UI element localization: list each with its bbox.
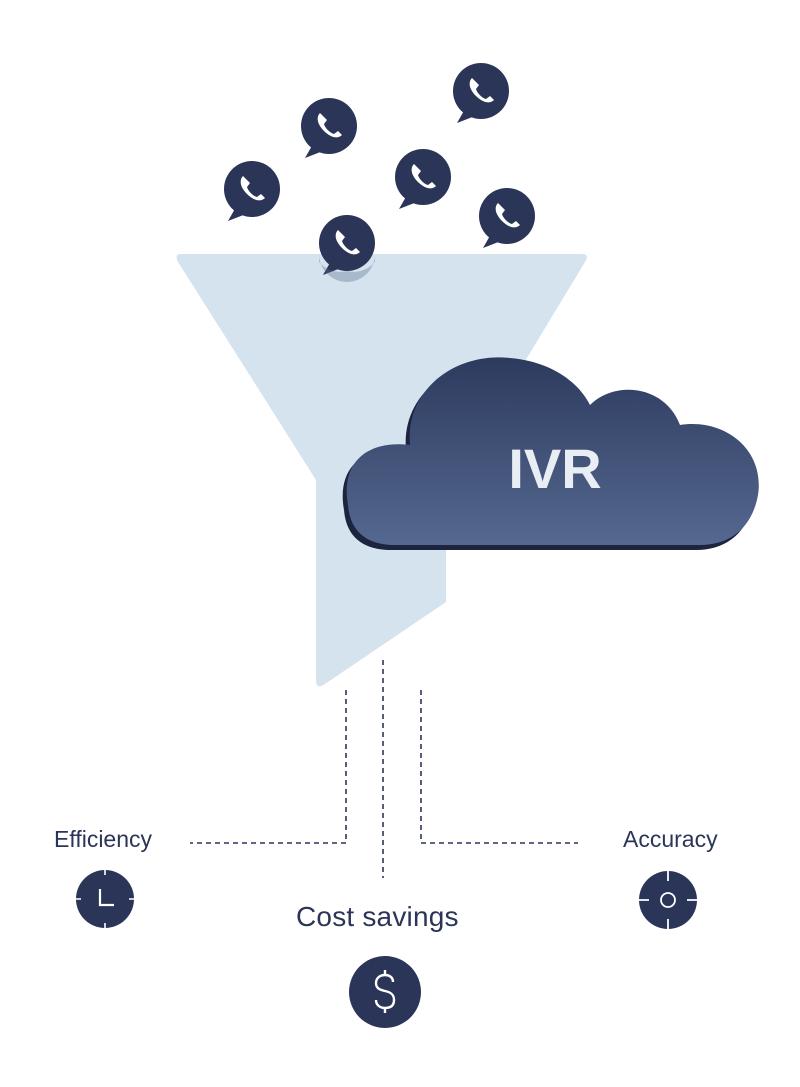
target-icon: [639, 871, 697, 929]
efficiency-label: Efficiency: [54, 826, 153, 852]
accuracy-label: Accuracy: [623, 826, 718, 852]
connector-accuracy: [420, 690, 578, 844]
phone-bubble-icon: [453, 63, 509, 123]
dollar-icon: [349, 956, 421, 1028]
phone-bubble-icon: [479, 188, 535, 248]
phone-bubble-icon: [395, 149, 451, 209]
connector-lines: [190, 660, 578, 878]
ivr-cloud: IVR: [342, 357, 759, 550]
ivr-label: IVR: [508, 437, 601, 500]
phone-bubble-icon: [224, 161, 280, 221]
phone-bubble-icon: [301, 98, 357, 158]
connector-efficiency: [190, 690, 347, 844]
cost-savings-label: Cost savings: [296, 901, 459, 932]
clock-icon: [76, 870, 134, 928]
